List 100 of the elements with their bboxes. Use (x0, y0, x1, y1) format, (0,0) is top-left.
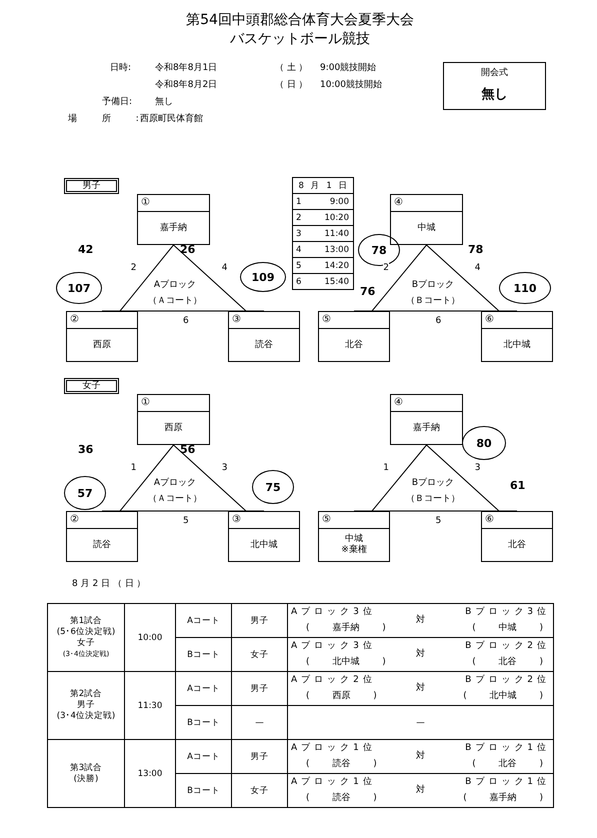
table-cell: 10:20 (306, 210, 354, 226)
table-cell: 13:00 (306, 242, 354, 258)
seed-number: ③ (229, 512, 299, 529)
date-heading: 8 月 2 日 （ 日 ） (72, 578, 146, 590)
team-name: ( 読谷 ) (306, 792, 377, 804)
table-cell: 13:00 (124, 740, 176, 808)
team-box (137, 194, 210, 245)
info-value: 無し (480, 86, 508, 103)
team-name: 嘉手納 (160, 222, 187, 234)
field-label: 場 所 : (68, 113, 139, 125)
table-cell: 男子 (232, 604, 288, 638)
table-cell: 女子 (232, 638, 288, 672)
match-title: (5･6位決定戦) (56, 626, 116, 638)
table-cell: Bコート (176, 706, 232, 740)
team-box (66, 511, 138, 562)
field-label: 予備日: (102, 96, 132, 108)
team-box (481, 511, 553, 562)
table-cell: Bコート (176, 638, 232, 672)
block-name: Aブロック (154, 477, 196, 489)
bracket-line (120, 244, 174, 312)
table-cell: 男子 (232, 740, 288, 774)
info-heading: 開会式 (480, 66, 509, 79)
team-name: 北中城 (504, 340, 530, 350)
versus-text: 対 (416, 648, 425, 660)
date-text: 令和8年8月2日 (155, 79, 218, 91)
team-name: ( 北中城 ) (306, 656, 386, 668)
score-circle: 75 (252, 470, 294, 504)
category-tag: 男子 (64, 178, 119, 194)
score-text: 56 (180, 444, 196, 456)
score-text: 36 (78, 444, 94, 456)
rank-text: Bブロック1位 (465, 776, 550, 788)
match-title: 男子 (76, 700, 96, 710)
bracket-line (173, 444, 246, 512)
value-text: 無し (155, 96, 173, 108)
weekday-text: （ 土 ） (275, 62, 308, 74)
score-text: 26 (180, 244, 196, 256)
team-box (318, 511, 390, 562)
score-circle: 107 (56, 272, 102, 304)
versus-text: 対 (416, 682, 425, 694)
bracket-line (372, 444, 427, 512)
table-cell: 男子 (232, 672, 288, 706)
score-text: 76 (360, 286, 376, 298)
table-cell: 11:30 (124, 672, 176, 740)
team-name: ( 嘉手納 ) (306, 622, 386, 634)
match-title: 第3試合 (68, 762, 104, 774)
date-text: 令和8年8月1日 (155, 62, 218, 74)
team-name: 読谷 (255, 340, 273, 350)
bracket-line (173, 244, 246, 312)
bracket-line (102, 310, 264, 312)
team-name: 中城 (418, 222, 436, 234)
venue-text: 西原町民体育館 (140, 113, 203, 125)
rank-text: Bブロック2位 (465, 674, 550, 686)
score-text: 42 (78, 244, 94, 256)
seed-number: ⑥ (482, 312, 552, 329)
court-name: （Ｂコート） (406, 493, 460, 505)
score-text: 61 (510, 480, 526, 492)
team-name: ( 嘉手納 ) (463, 792, 543, 804)
team-box (228, 511, 300, 562)
seed-number: ③ (229, 312, 299, 329)
seed-number: ② (67, 312, 137, 329)
team-name: 読谷 (93, 540, 111, 550)
court-name: （Ｂコート） (406, 295, 460, 307)
team-name: ( 北谷 ) (472, 656, 543, 668)
table-cell: 4 (292, 242, 307, 258)
table-cell: 15:40 (306, 274, 354, 290)
team-name: 北谷 (345, 340, 363, 350)
rank-text: Bブロック2位 (465, 640, 550, 652)
seed-number: ④ (391, 395, 462, 412)
bracket-line (426, 444, 500, 512)
team-name: 西原 (164, 422, 182, 434)
table-cell: Bコート (176, 774, 232, 808)
seed-number: ⑤ (319, 312, 389, 329)
score-circle: 57 (64, 476, 106, 510)
court-name: （Ａコート） (148, 493, 202, 505)
versus-text: 対 (416, 784, 425, 796)
table-cell: 1 (292, 194, 307, 210)
table-cell: 11:40 (306, 226, 354, 242)
score-circle: 109 (240, 262, 286, 292)
table-cell: Aコート (176, 604, 232, 638)
table-cell: 3 (292, 226, 307, 242)
rank-text: Aブロック1位 (291, 742, 376, 754)
team-box (481, 311, 553, 362)
team-box (137, 394, 210, 445)
table-cell: — (288, 706, 554, 740)
team-name: ( 北谷 ) (472, 758, 543, 770)
team-box (228, 311, 300, 362)
court-name: （Ａコート） (148, 295, 202, 307)
seed-number: ④ (391, 195, 462, 212)
team-name: ( 読谷 ) (306, 758, 377, 770)
bracket-line (120, 444, 174, 512)
bracket-line (354, 510, 518, 512)
table-cell: — (232, 706, 288, 740)
match-title: 第1試合 (68, 616, 104, 626)
score-circle: 80 (462, 426, 506, 460)
team-box (66, 311, 138, 362)
table-cell: 8 月 1 日 (292, 178, 354, 194)
field-label: 日時: (110, 62, 132, 74)
note-text: ※棄権 (341, 545, 367, 556)
team-box (318, 311, 390, 362)
match-title: (3･4位決定戦) (56, 711, 116, 722)
